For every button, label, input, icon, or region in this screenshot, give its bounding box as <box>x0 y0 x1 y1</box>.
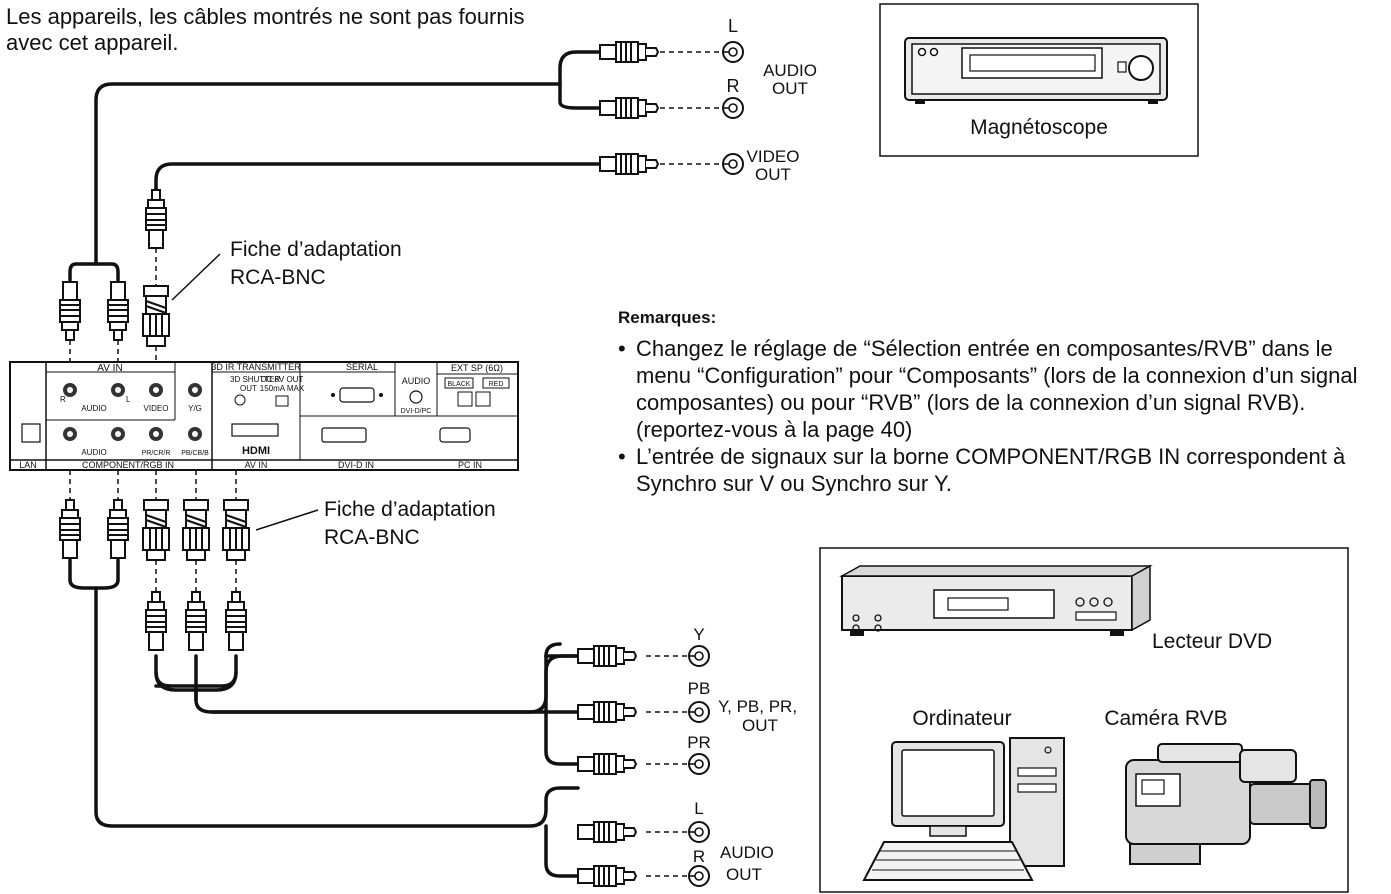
cable-pr <box>544 654 580 766</box>
av-audio-l-plug <box>108 282 128 340</box>
bottom-adapter-label-1: Fiche d’adaptation <box>324 498 496 521</box>
note-item-2: L’entrée de signaux sur la borne COMPONE… <box>618 443 1388 497</box>
computer-label: Ordinateur <box>912 707 1011 730</box>
bnc-adapter-pr <box>142 499 170 561</box>
panel-audio-top: AUDIO <box>81 404 106 413</box>
component-plug-1 <box>145 591 167 651</box>
vcr-label: Magnétoscope <box>970 116 1108 139</box>
note-item-1: Changez le réglage de “Sélection entrée … <box>618 335 1388 443</box>
vcr-video-out-label-1: VIDEO <box>747 147 800 166</box>
panel-lan: LAN <box>19 460 37 470</box>
vcr-audio-l-jack <box>722 41 744 63</box>
vcr-box: Magnétoscope <box>879 3 1199 157</box>
audio-out-label-2: OUT <box>726 865 762 884</box>
audio-l-jack <box>688 821 710 843</box>
panel-dc-2: 150mA MAX <box>260 384 305 393</box>
panel-out: OUT <box>240 384 257 393</box>
component-plug-2 <box>185 591 207 651</box>
y-label: Y <box>693 625 704 644</box>
top-bnc-adapter <box>142 285 170 347</box>
audio-out-l-plug <box>107 499 129 559</box>
intro-text: Les appareils, les câbles montrés ne son… <box>6 4 525 55</box>
pr-label: PR <box>687 733 711 752</box>
panel-ir-transmitter: 3D IR TRANSMITTER <box>211 362 301 372</box>
vcr-icon <box>904 37 1168 104</box>
vcr-video-out-label-2: OUT <box>755 165 791 184</box>
panel-serial: SERIAL <box>346 362 378 372</box>
vcr-audio-r-label: R <box>727 76 740 96</box>
camera-label: Caméra RVB <box>1104 707 1227 730</box>
panel-pc-in: PC IN <box>458 460 482 470</box>
panel-hdmi: HDMI <box>242 445 270 457</box>
panel-yg: Y/G <box>188 404 202 413</box>
audio-l-label: L <box>694 799 703 818</box>
top-adapter-label-2: RCA-BNC <box>230 266 326 289</box>
source-devices-box: Lecteur DVD Ordinateur Caméra RVB <box>819 547 1349 893</box>
panel-audio-bottom: AUDIO <box>81 448 106 457</box>
panel-prcr: PR/CR/R <box>142 450 171 457</box>
panel-red: RED <box>489 381 504 388</box>
notes: Remarques: Changez le réglage de “Sélect… <box>618 304 1388 497</box>
pb-label: PB <box>688 679 711 698</box>
bottom-adapter-label-2: RCA-BNC <box>324 526 420 549</box>
audio-r-out-plug <box>577 865 637 887</box>
panel-video: VIDEO <box>144 404 169 413</box>
component-plug-3 <box>225 591 247 651</box>
panel-av-in: AV IN <box>97 363 122 374</box>
vcr-audio-l-label: L <box>728 16 738 36</box>
panel-av-in-bottom: AV IN <box>245 460 268 470</box>
video-rca-plug <box>145 189 167 249</box>
y-jack <box>688 645 710 667</box>
pb-plug <box>577 701 637 723</box>
vcr-video-jack <box>722 153 744 175</box>
audio-l-out-plug <box>577 821 637 843</box>
av-audio-r-plug <box>60 282 80 340</box>
top-adapter-label-1: Fiche d’adaptation <box>230 238 402 261</box>
y-plug <box>577 645 637 667</box>
terminal-panel: AV IN 3D IR TRANSMITTER SERIAL AUDIO EXT… <box>9 361 519 471</box>
pb-jack <box>688 701 710 723</box>
panel-ext-sp: EXT SP (6Ω) <box>451 363 503 373</box>
cable-pb <box>194 654 580 714</box>
cable-vcr-audio-main <box>94 82 562 266</box>
dvd-player-icon <box>839 564 1153 636</box>
rgb-camera-icon <box>1125 743 1327 865</box>
panel-audio-side: AUDIO <box>402 376 431 386</box>
panel-r-top: R <box>60 395 66 404</box>
component-out-label-2: OUT <box>742 716 778 735</box>
notes-title: Remarques: <box>618 308 717 327</box>
cable-audio-out <box>94 586 580 828</box>
panel-dvi-pc: DVI-D/PC <box>401 408 432 415</box>
panel-component-rgb-in: COMPONENT/RGB IN <box>82 460 174 470</box>
panel-dvi-d-in: DVI-D IN <box>338 460 374 470</box>
audio-r-label: R <box>693 847 705 866</box>
cable-vcr-video <box>154 162 602 192</box>
vcr-video-plug <box>599 153 659 175</box>
audio-r-jack <box>688 865 710 887</box>
panel-dc-1: DC 8V OUT <box>261 375 304 384</box>
vcr-audio-r-plug <box>599 97 659 119</box>
audio-out-r-plug <box>59 499 81 559</box>
pr-jack <box>688 753 710 775</box>
panel-l-top: L <box>126 395 131 404</box>
vcr-audio-out-label-2: OUT <box>772 79 808 98</box>
vcr-audio-r-jack <box>722 97 744 119</box>
panel-black: BLACK <box>448 381 471 388</box>
component-out-label-1: Y, PB, PR, <box>718 697 797 716</box>
cable-vcr-audio-pair <box>558 50 602 110</box>
panel-pbcb: PB/CB/B <box>181 450 209 457</box>
bnc-adapter-y <box>222 499 250 561</box>
vcr-audio-out-label-1: AUDIO <box>763 61 817 80</box>
dvd-label: Lecteur DVD <box>1152 630 1272 653</box>
panel-shutter: 3D SHUTTER <box>230 375 280 384</box>
vcr-audio-l-plug <box>599 41 659 63</box>
computer-icon <box>862 737 1065 881</box>
pr-plug <box>577 753 637 775</box>
bnc-adapter-pb <box>182 499 210 561</box>
audio-out-label-1: AUDIO <box>720 843 774 862</box>
